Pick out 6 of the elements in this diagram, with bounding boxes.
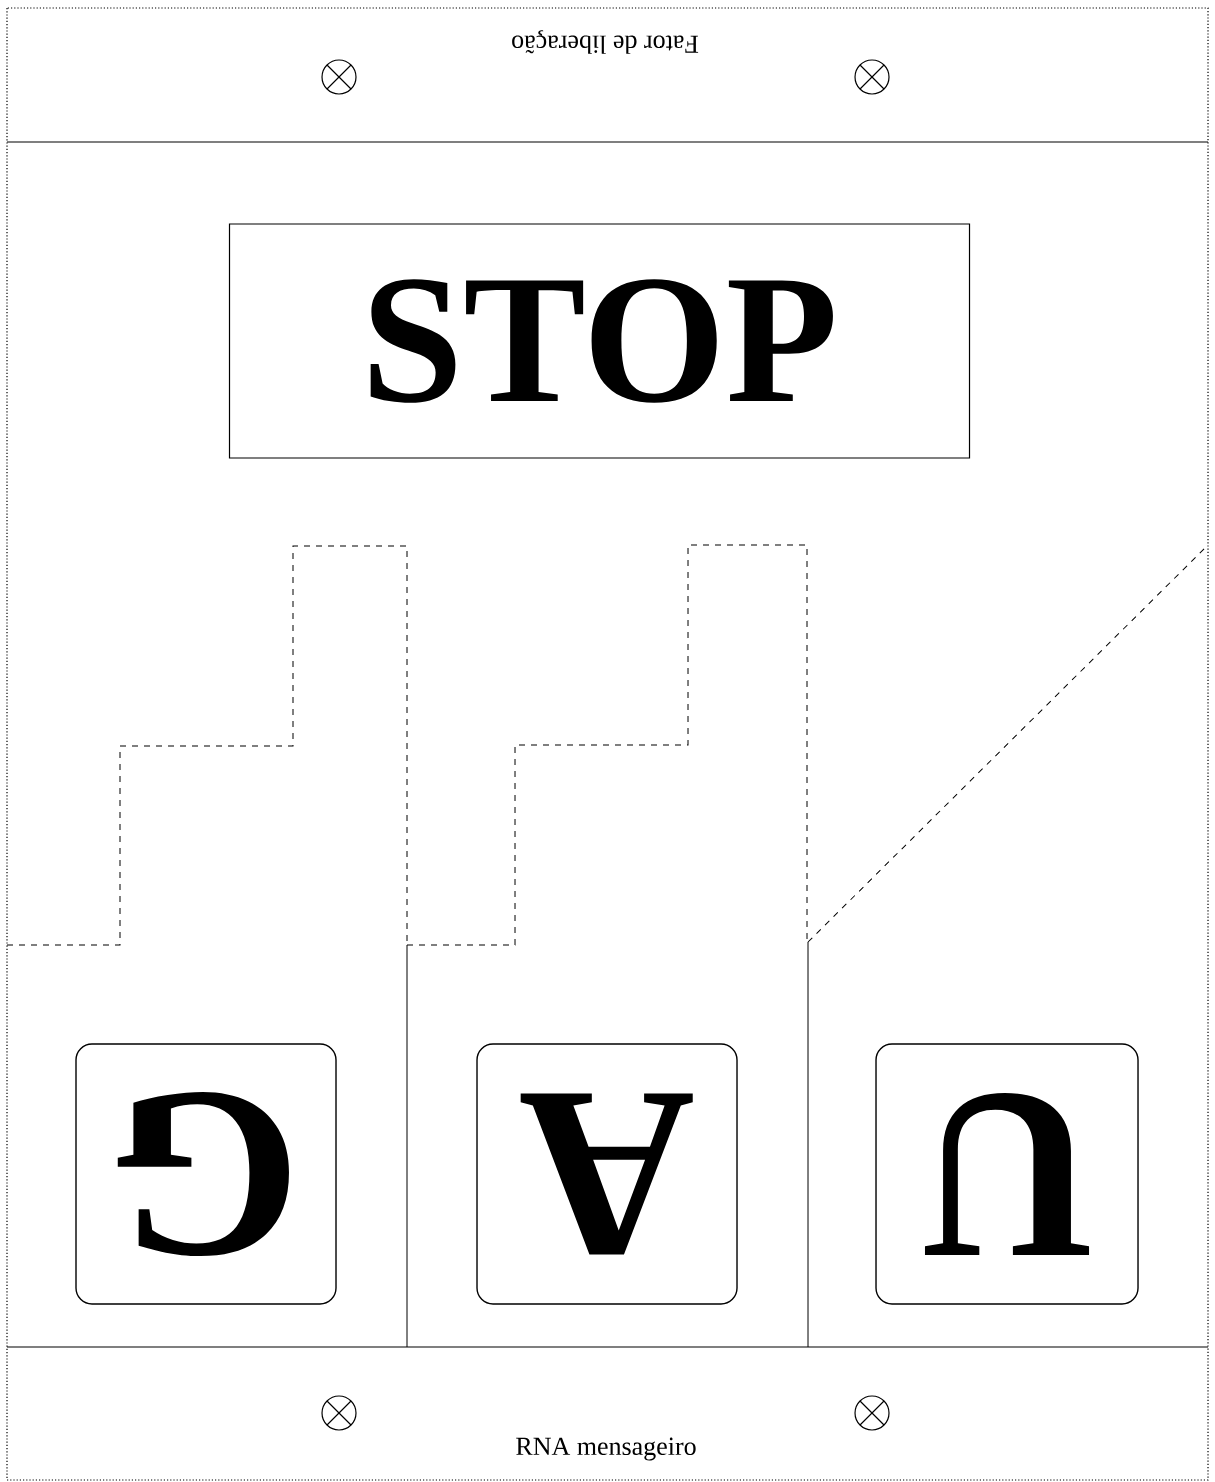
letter-card: A (476, 1043, 738, 1305)
upside-down-label: Fator de liberação (512, 30, 699, 54)
label: RNA mensageiro (516, 1437, 696, 1461)
letter-card: U (875, 1043, 1139, 1305)
letter-card: G (75, 1043, 337, 1305)
stop-sign-box: STOP (228, 223, 971, 459)
